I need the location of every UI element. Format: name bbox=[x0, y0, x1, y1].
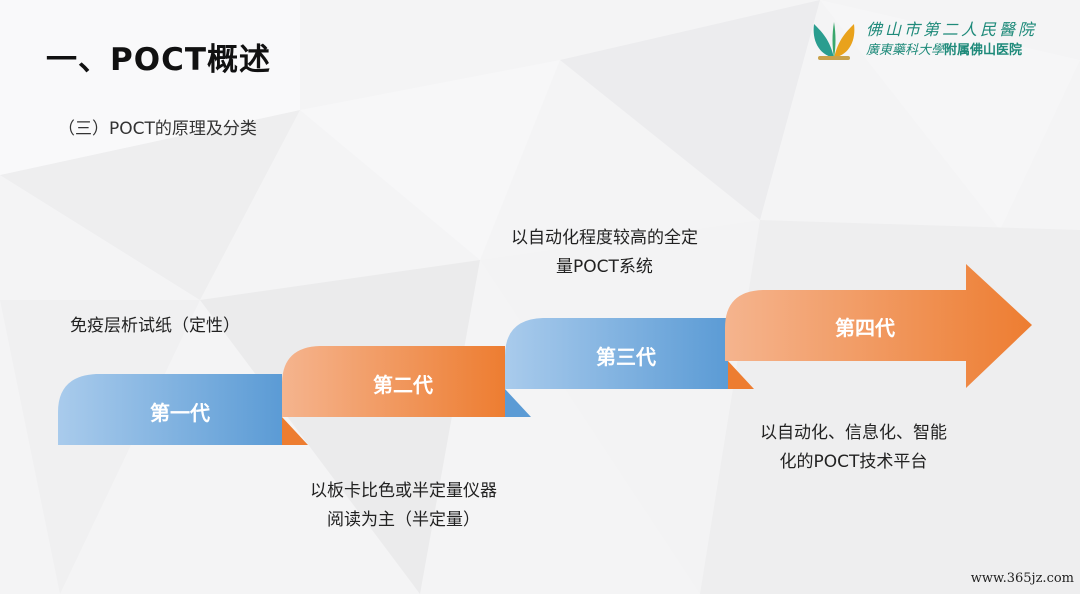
gen2-description: 以板卡比色或半定量仪器 阅读为主（半定量） bbox=[310, 477, 497, 535]
gen2-description-line: 以板卡比色或半定量仪器 bbox=[310, 481, 497, 501]
gen3-description: 以自动化程度较高的全定 量POCT系统 bbox=[511, 224, 698, 282]
gen1-block bbox=[58, 374, 308, 445]
gen1-description: 免疫层析试纸（定性） bbox=[70, 312, 240, 341]
gen2-block bbox=[282, 346, 531, 417]
leaf-logo-icon bbox=[813, 22, 855, 60]
hospital-logo: 佛山市第二人民醫院 廣東藥科大學附属佛山医院 bbox=[808, 14, 1038, 64]
section-subtitle: （三）POCT的原理及分类 bbox=[58, 119, 257, 139]
gen4-description-line: 以自动化、信息化、智能 bbox=[760, 423, 947, 443]
gen2-label: 第二代 bbox=[373, 373, 433, 397]
gen1-label: 第一代 bbox=[150, 401, 210, 425]
gen4-label: 第四代 bbox=[835, 316, 895, 340]
gen3-description-line: 量POCT系统 bbox=[556, 257, 653, 277]
gen3-label: 第三代 bbox=[596, 345, 656, 369]
logo-affiliation: 附属佛山医院 bbox=[944, 43, 1023, 58]
gen4-arrow bbox=[725, 264, 1032, 388]
logo-university-line: 廣東藥科大學附属佛山医院 bbox=[866, 39, 1022, 58]
watermark: www.365jz.com bbox=[970, 571, 1074, 586]
page-title: 一、POCT概述 bbox=[46, 42, 271, 78]
gen4-description-line: 化的POCT技术平台 bbox=[779, 452, 928, 472]
gen3-block bbox=[505, 318, 754, 389]
gen2-description-line: 阅读为主（半定量） bbox=[327, 510, 480, 530]
logo-hospital-name: 佛山市第二人民醫院 bbox=[866, 20, 1038, 39]
gen1-description-line: 免疫层析试纸（定性） bbox=[70, 316, 240, 336]
logo-university-name: 廣東藥科大學 bbox=[866, 43, 945, 58]
gen4-description: 以自动化、信息化、智能 化的POCT技术平台 bbox=[760, 419, 947, 477]
gen3-description-line: 以自动化程度较高的全定 bbox=[511, 228, 698, 248]
